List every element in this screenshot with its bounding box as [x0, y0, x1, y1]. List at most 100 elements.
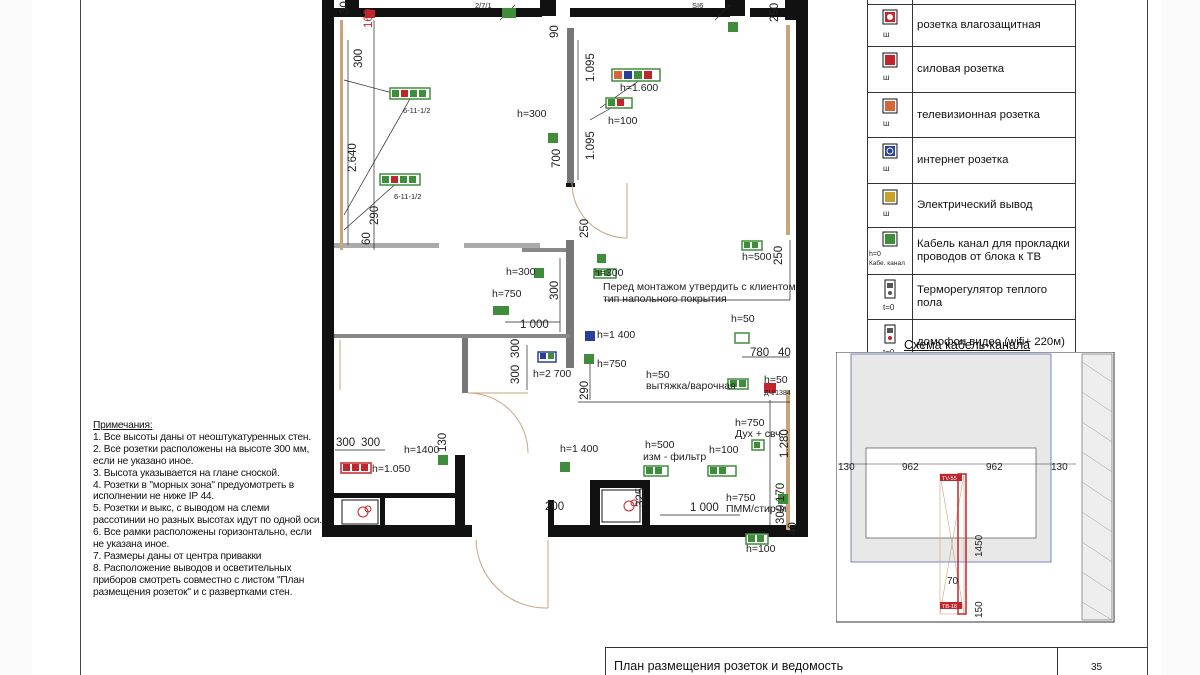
code-label: 6-11-1/2 [403, 106, 430, 115]
floor-thermostat-icon: t=0 [883, 279, 896, 312]
sockets-hall [493, 240, 763, 344]
notes-item: 1. Все высоты даны от неоштукатуренных с… [93, 431, 311, 443]
dim-text: 40 [778, 347, 791, 359]
bathroom-fixtures [341, 489, 641, 525]
notes-item: 8. Расположение выводов и осветительных … [93, 562, 305, 598]
svg-text:ш: ш [883, 209, 889, 218]
cable-scheme: TV-55 TB-18 130 962 962 130 1450 70 150 [836, 352, 1115, 623]
dim-text: 160 [363, 9, 375, 28]
dim-text: 325 [635, 488, 647, 507]
scheme-dim: 130 [838, 462, 855, 473]
plan-annotations: Перед монтажом утвердить с клиентом тип … [394, 1, 796, 515]
height-label: h=750 [597, 358, 627, 370]
dim-text: 780 [750, 347, 769, 359]
legend-row: ш розетка влагозащитная [867, 3, 1076, 47]
legend-label: розетка влагозащитная [912, 3, 1076, 47]
dim-text: 200 [545, 501, 564, 513]
sockets-top [365, 8, 738, 32]
svg-text:ш: ш [883, 119, 889, 128]
notes-item: 3. Высота указывается на гланe сноской. [93, 467, 280, 479]
legend-table: ш розетка влагозащитная ш силовая розетк… [867, 0, 1076, 366]
scheme-dim: 962 [986, 462, 1003, 473]
height-label: h=100 [709, 444, 739, 456]
height-label: h=50 [646, 369, 670, 381]
dim-text: 30 [339, 1, 351, 14]
height-labels: h=300 h=1.600 h=100 h=500 h=300 h=300 h=… [372, 82, 788, 555]
dim-text: 250 [769, 3, 781, 22]
height-label: h=1 400 [560, 443, 598, 455]
notes-title: Примечания: [93, 420, 153, 431]
legend-row: ш силовая розетка [867, 46, 1076, 93]
height-label: h=100 [608, 115, 638, 127]
height-label: h=750 [726, 492, 756, 504]
height-label: h=300 [506, 266, 536, 278]
legend-label: Терморегулятор теплого пола [912, 273, 1076, 320]
notes-item: 7. Размеры даны от центра привакки [93, 550, 262, 562]
dim-text: 40 [787, 522, 799, 535]
code-label: 2/7/1 [475, 1, 492, 10]
legend-label: телевизионная розетка [912, 91, 1076, 138]
notes-item: 2. Все розетки расположены на высоте 300… [93, 443, 310, 467]
dim-text: 170 [775, 483, 787, 502]
legend-label: Кабель канал для прокладки проводов от б… [912, 227, 1076, 275]
cable-tag: TV-55 [942, 476, 957, 482]
legend-row: ш Электрический вывод [867, 182, 1076, 228]
legend-label: силовая розетка [912, 46, 1076, 93]
notes-item: 5. Розетки и выкс, с выводом на слеми ра… [93, 503, 322, 527]
dishwasher-label: ПММ/стир-м [726, 503, 786, 515]
notes-item: 6. Все рамки расположены горизонтально, … [93, 527, 312, 551]
legend-label: Электрический вывод [912, 182, 1076, 228]
height-label: h=300 [594, 267, 624, 279]
height-label: h=1.600 [620, 82, 658, 94]
dimension-lines [335, 20, 790, 525]
sheet-title: План размещения розеток и ведомость [614, 659, 844, 673]
legend-row: ш телевизионная розетка [867, 91, 1076, 138]
svg-text:Кабе. канал: Кабе. канал [869, 259, 905, 267]
sensor-label: ДЧ/1384 [764, 390, 791, 397]
dim-text: 1.280 [779, 429, 791, 458]
notes-item: 4. Розетки в "морных зона" предуомотреть… [93, 479, 294, 503]
dim-text: 1 000 [520, 319, 549, 331]
scheme-dim: 70 [947, 576, 959, 587]
dim-text: 250 [579, 219, 591, 238]
internet-socket-icon: ш [882, 143, 898, 173]
walls [322, 0, 808, 537]
dim-text: 300 [510, 365, 522, 384]
notes-block: Примечания: 1. Все высоты даны от неошту… [93, 420, 323, 599]
socket-group-living-tv [548, 68, 661, 143]
sockets-kitchen [537, 351, 788, 545]
cable-scheme-title: Схема кабель-канала [904, 338, 1031, 352]
height-label: h=750 [492, 288, 522, 300]
title-separator [1057, 648, 1059, 675]
dim-text: 60 [361, 232, 373, 245]
dim-text: 250 [773, 246, 785, 265]
scheme-dim: 150 [974, 601, 985, 618]
dim-text: 300 [353, 49, 365, 68]
doors [339, 182, 628, 609]
dim-text: 1 000 [690, 502, 719, 514]
height-label: h=1 400 [597, 329, 635, 341]
dim-text: 130 [437, 433, 449, 452]
socket-group-bedroom-bottom [379, 173, 421, 186]
dim-text: 300 [361, 437, 380, 449]
height-label: h=750 [735, 417, 765, 429]
cable-tag: TB-18 [942, 604, 957, 610]
electrical-output-icon: ш [882, 189, 898, 218]
socket-group-bedroom-top [389, 87, 431, 100]
installation-note-line2: тип напольного покрытия [603, 293, 727, 305]
tv-socket-icon: ш [882, 98, 898, 128]
svg-text:h=0: h=0 [869, 251, 881, 258]
dim-text: 300 [510, 339, 522, 358]
scheme-dim: 1450 [974, 534, 985, 557]
legend-row: t=0 Терморегулятор теплого пола [867, 273, 1076, 320]
height-label: h=1400 [404, 444, 439, 456]
dim-text: 290 [579, 381, 591, 400]
height-label: h=2 700 [533, 368, 571, 380]
code-label: 6-11-1/2 [394, 192, 421, 201]
svg-text:t=0: t=0 [883, 303, 895, 312]
page-number: 35 [1091, 662, 1103, 673]
